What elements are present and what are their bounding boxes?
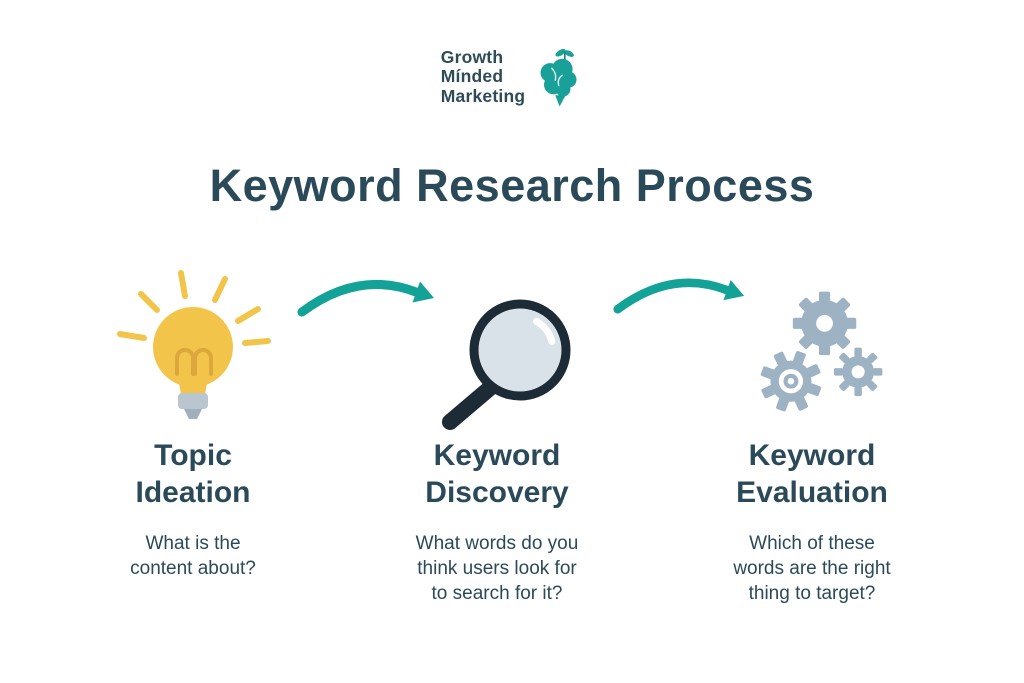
step-title: Keyword Evaluation [736,439,888,509]
logo-line-2: Mínded [440,66,504,87]
gears-icon [760,291,883,412]
step-description: What words do you think users look for t… [415,533,579,605]
step-topic-ideation: Topic Ideation What is the content about… [33,438,353,581]
brain-sprout-logo-icon [540,48,577,107]
arrow-right-icon [613,278,745,314]
step-description: What is the content about? [130,533,256,580]
step-title: Keyword Discovery [425,439,569,509]
page-title: Keyword Research Process [209,160,815,211]
step-title: Topic Ideation [135,439,251,509]
magnifier-icon [442,299,571,430]
logo-text: Growth Mínded Marketing [440,46,526,107]
lightbulb-icon [117,270,271,419]
logo-line-3: Marketing [440,85,526,106]
step-keyword-discovery: Keyword Discovery What words do you thin… [337,438,657,606]
step-keyword-evaluation: Keyword Evaluation Which of these words … [652,438,972,606]
step-description: Which of these words are the right thing… [733,533,891,605]
logo-line-1: Growth [440,46,504,67]
arrow-right-icon [297,279,434,317]
logo: Growth Mínded Marketing [0,44,1024,110]
